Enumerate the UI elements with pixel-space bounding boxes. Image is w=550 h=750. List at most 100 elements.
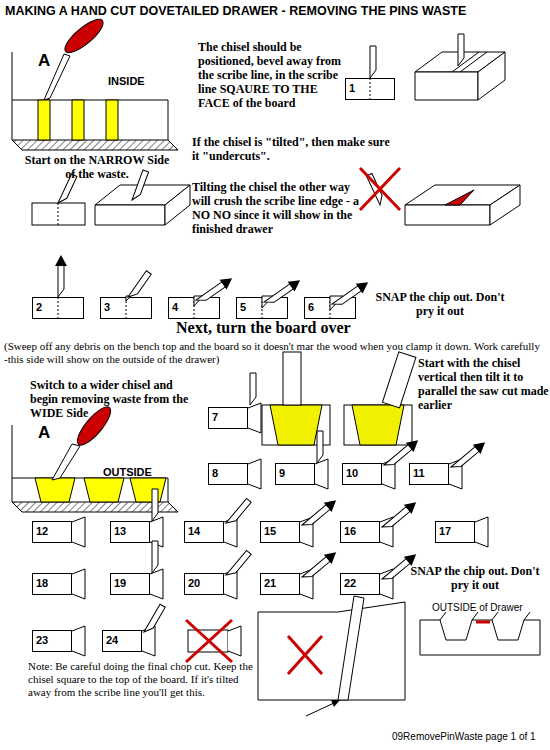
step-number: 8 <box>212 467 218 479</box>
socket-notch <box>248 403 261 433</box>
magnified-board <box>258 602 405 700</box>
pin-waste <box>35 478 75 502</box>
chisel <box>250 373 256 405</box>
scribe-line <box>370 78 371 100</box>
note-text: Switch to a wider chisel and begin remov… <box>30 378 202 420</box>
chisel-handle <box>72 402 115 449</box>
step-number: 4 <box>172 301 178 313</box>
scribe-line <box>262 297 263 319</box>
socket-notch <box>475 517 488 547</box>
scribe-line <box>452 52 479 72</box>
step-number: 19 <box>114 577 126 589</box>
drawer-edge <box>472 612 478 620</box>
socket-notch <box>449 459 462 489</box>
chisel <box>226 498 251 526</box>
board-side <box>165 185 190 225</box>
step-number: 18 <box>36 577 48 589</box>
drawer-edge <box>492 612 498 620</box>
drawer-front <box>420 620 540 655</box>
chisel <box>458 34 464 66</box>
chisel <box>449 438 489 474</box>
step-box: 16 <box>340 521 380 543</box>
board-end-grain <box>12 502 178 512</box>
socket-notch <box>72 626 85 656</box>
gap-mark <box>476 621 490 624</box>
scribe-line <box>126 297 127 319</box>
socket-notch <box>228 626 241 656</box>
step-box: 12 <box>32 521 72 543</box>
step-box: 24 <box>102 630 142 652</box>
step-number: 2 <box>36 301 42 313</box>
chisel <box>58 174 77 206</box>
socket-notch <box>72 517 85 547</box>
step-number: 17 <box>439 525 451 537</box>
socket-notch <box>300 569 313 599</box>
step-box: 11 <box>409 463 449 485</box>
board-section <box>262 405 330 445</box>
step-box: 20 <box>184 573 224 595</box>
chisel <box>226 550 251 578</box>
chisel <box>370 46 376 78</box>
chisel <box>152 489 158 521</box>
step-box: 2 <box>32 297 84 319</box>
step-box: 4 <box>168 297 220 319</box>
board-face <box>405 205 490 225</box>
step-number: 9 <box>279 467 285 479</box>
socket-notch <box>224 569 237 599</box>
wrong-mark <box>288 636 322 674</box>
note-text: OUTSIDE of Drawer <box>432 602 523 613</box>
step-box: 15 <box>260 521 300 543</box>
socket-notch <box>315 459 328 489</box>
board-edge <box>12 52 13 140</box>
drawer-edge <box>524 612 530 620</box>
chisel <box>152 541 158 573</box>
pin-waste <box>106 100 118 140</box>
chisel <box>194 273 235 307</box>
chisel <box>300 496 340 532</box>
chisel <box>380 550 420 586</box>
step-box: 1 <box>345 78 395 100</box>
note-text: SNAP the chip out. Don't pry it out <box>400 564 550 592</box>
note-text: Note: Be careful doing the final chop cu… <box>28 660 260 699</box>
wrong-mark <box>186 620 232 662</box>
chip-notch <box>330 296 343 310</box>
chip-notch <box>194 296 203 306</box>
board-face <box>415 72 478 100</box>
step-box: 23 <box>32 630 72 652</box>
socket-notch <box>380 569 393 599</box>
chisel <box>128 271 151 301</box>
socket-notch <box>300 517 313 547</box>
wide-chisel <box>382 352 415 408</box>
page-title: MAKING A HAND CUT DOVETAILED DRAWER - RE… <box>5 4 466 19</box>
scribe-line <box>194 297 195 319</box>
board-edge <box>12 100 168 140</box>
note-text: SNAP the chip out. Don't pry it out <box>365 290 515 318</box>
note-text: INSIDE <box>108 75 145 87</box>
step-box: 21 <box>260 573 300 595</box>
chip-notch <box>262 296 273 308</box>
chisel-blade <box>44 54 70 100</box>
step-box: 17 <box>435 521 475 543</box>
note-text: Start with the chisel vertical then tilt… <box>418 356 550 412</box>
step-box: 7 <box>208 407 248 429</box>
chisel-handle <box>60 14 107 57</box>
note-text: (Sweep off any debris on the bench top a… <box>4 340 546 366</box>
leader-arrowhead <box>331 700 340 707</box>
chisel <box>382 436 422 472</box>
step-box: 5 <box>236 297 288 319</box>
step-box: 13 <box>110 521 150 543</box>
step-number: 1 <box>349 82 355 94</box>
socket-notch <box>224 517 237 547</box>
step-number: 10 <box>346 467 358 479</box>
note-text: 09RemovePinWaste page 1 of 1 <box>392 731 536 743</box>
wrong-mark <box>360 168 400 210</box>
note-text: The chisel should be positioned, bevel a… <box>198 40 348 110</box>
scribe-line <box>58 297 59 319</box>
pin-waste <box>72 100 84 140</box>
scribe-line <box>330 297 331 319</box>
note-text: If the chisel is "tilted", then make sur… <box>192 135 397 163</box>
step-number: 11 <box>413 467 425 479</box>
